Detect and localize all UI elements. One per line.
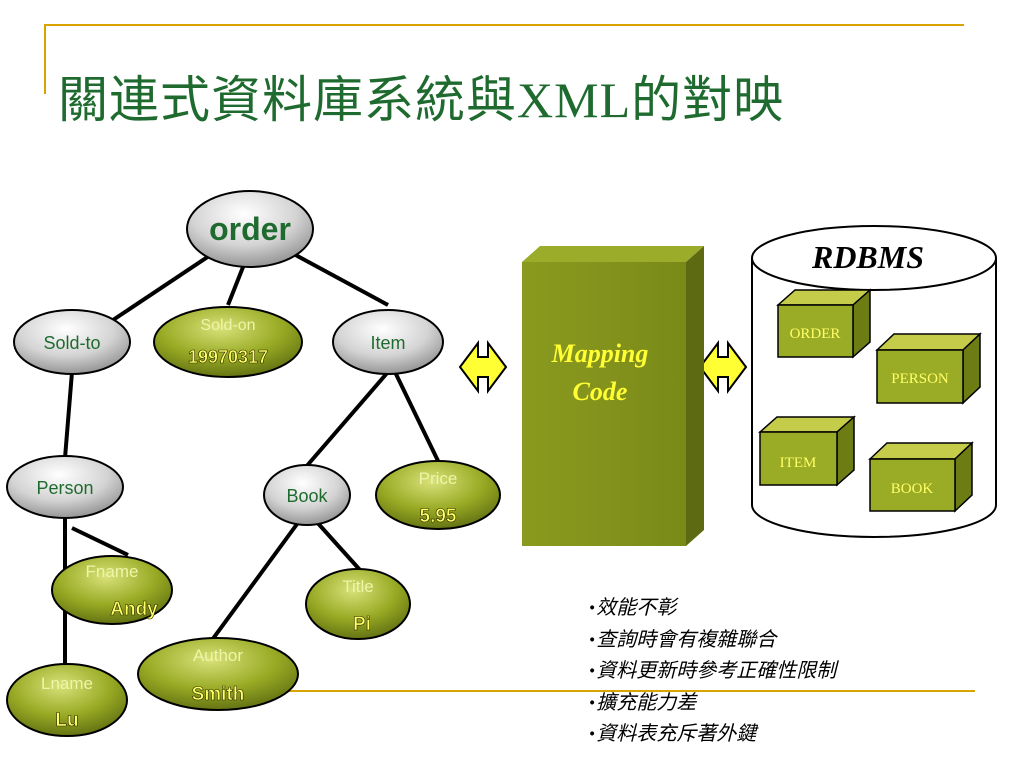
drawback-item: •擴充能力差 (588, 689, 697, 714)
left-rule (44, 24, 46, 94)
table-book[interactable]: BOOK (868, 441, 974, 513)
page-title: 關連式資料庫系統與XML的對映 (58, 72, 785, 128)
double-arrow-right (698, 340, 748, 394)
bottom-rule (240, 690, 975, 692)
table-order-label: ORDER (790, 326, 841, 342)
node-fname[interactable]: Fname Andy (51, 555, 173, 625)
bullet-icon: • (588, 726, 597, 743)
table-person-label: PERSON (891, 371, 949, 387)
node-sold-to-label: Sold-to (43, 333, 100, 353)
node-author[interactable]: Author Smith (137, 637, 299, 711)
node-fname-label: Fname (86, 562, 139, 581)
drawback-item: •資料表充斥著外鍵 (588, 721, 757, 745)
node-lname-value: Lu (55, 710, 78, 731)
node-sold-on-value: 19970317 (188, 347, 268, 367)
node-title[interactable]: Title Pi (305, 568, 411, 640)
node-sold-on[interactable]: Sold-on 19970317 (153, 306, 303, 378)
table-person[interactable]: PERSON (875, 332, 982, 405)
bullet-icon: • (588, 600, 597, 617)
node-book[interactable]: Book (263, 464, 351, 526)
mapping-code-line2: Code (573, 377, 628, 406)
node-item[interactable]: Item (332, 309, 444, 375)
node-author-value: Smith (192, 684, 245, 705)
drawback-item: •查詢時會有複雜聯合 (588, 626, 777, 651)
table-item-label: ITEM (780, 455, 817, 471)
rdbms-label: RDBMS (811, 239, 924, 275)
node-sold-to[interactable]: Sold-to (13, 309, 131, 375)
drawback-item: •資料更新時參考正確性限制 (588, 658, 837, 682)
drawback-item: •效能不彰 (588, 595, 677, 619)
top-rule (44, 24, 964, 26)
table-item[interactable]: ITEM (758, 415, 856, 487)
node-person[interactable]: Person (6, 455, 124, 519)
node-order-label: order (209, 211, 291, 247)
node-title-value: Pi (353, 614, 371, 635)
mapping-code-box[interactable]: Mapping Code (522, 246, 704, 546)
node-sold-on-label: Sold-on (200, 317, 255, 334)
mapping-code-line1: Mapping (551, 339, 649, 368)
node-person-label: Person (36, 478, 93, 498)
node-price[interactable]: Price 5.95 (375, 460, 501, 530)
drawbacks-list: •效能不彰 •查詢時會有複雜聯合 •資料更新時參考正確性限制 •擴充能力差 •資… (588, 592, 836, 750)
table-book-label: BOOK (891, 481, 934, 497)
node-book-label: Book (286, 486, 328, 506)
bullet-icon: • (588, 632, 597, 648)
bullet-icon: • (588, 695, 597, 711)
tree-edges (63, 250, 442, 668)
bullet-icon: • (588, 663, 597, 680)
node-author-label: Author (193, 646, 243, 665)
node-title-label: Title (342, 577, 374, 596)
node-item-label: Item (370, 333, 405, 353)
node-price-label: Price (419, 469, 458, 488)
node-lname-label: Lname (41, 674, 93, 693)
node-fname-value: Andy (110, 599, 158, 620)
table-order[interactable]: ORDER (776, 288, 872, 359)
node-lname[interactable]: Lname Lu (6, 663, 128, 737)
double-arrow-left (458, 340, 508, 394)
node-price-value: 5.95 (420, 506, 457, 527)
node-order[interactable]: order (186, 190, 314, 268)
